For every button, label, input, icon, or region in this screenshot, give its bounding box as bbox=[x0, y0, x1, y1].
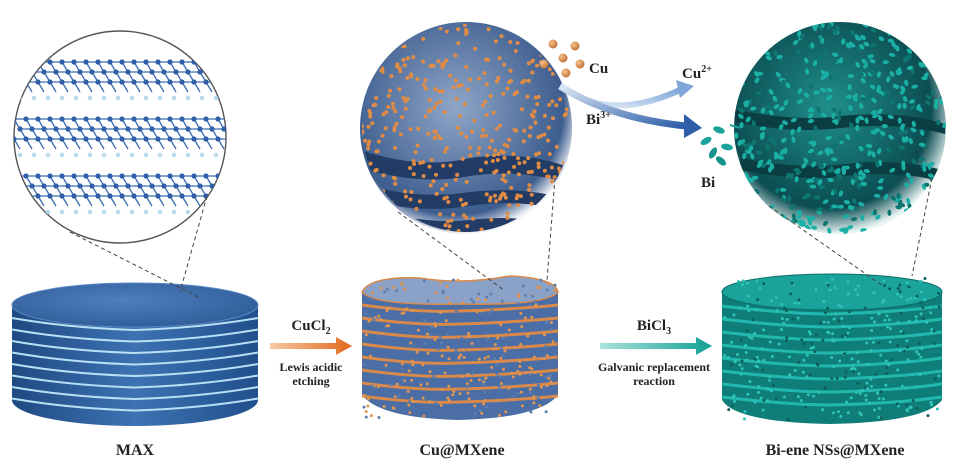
bi3-ion-label: Bi3+ bbox=[586, 110, 611, 128]
reaction-label: reaction bbox=[633, 374, 675, 388]
cu2-ion-label: Cu2+ bbox=[682, 64, 712, 82]
cu-mxene-layers bbox=[361, 303, 559, 404]
bi-mxene-magnified-view bbox=[734, 22, 946, 287]
lewis-acidic-label: Lewis acidic bbox=[280, 360, 344, 374]
label-bi-mxene: Bi-ene NSs@MXene bbox=[766, 442, 905, 459]
max-layer-gaps bbox=[11, 317, 259, 412]
cu-mxene-stack bbox=[361, 275, 559, 420]
bicl3-label: BiCl3 bbox=[637, 318, 671, 337]
galvanic-label: Galvanic replacement bbox=[598, 360, 710, 374]
bicl3-arrow bbox=[600, 337, 712, 355]
bi-deposit-arrow bbox=[558, 83, 702, 138]
cucl2-label: CuCl2 bbox=[291, 318, 330, 337]
max-stack bbox=[11, 282, 259, 426]
max-crystal-magnifier bbox=[13, 30, 227, 299]
cucl2-arrow bbox=[270, 337, 352, 355]
cu-atom-label: Cu bbox=[589, 61, 608, 77]
bi-nanosheet-dots bbox=[723, 277, 941, 422]
cu-atom-cluster bbox=[539, 39, 585, 78]
label-max: MAX bbox=[116, 442, 155, 459]
etching-label: etching bbox=[292, 374, 329, 388]
cu-nanoparticle-dots bbox=[362, 278, 557, 419]
bi-mxene-stack bbox=[721, 273, 943, 424]
bi-flake-cluster bbox=[700, 124, 741, 166]
label-cu-mxene: Cu@MXene bbox=[419, 442, 504, 459]
bi-atom-label: Bi bbox=[701, 175, 715, 191]
